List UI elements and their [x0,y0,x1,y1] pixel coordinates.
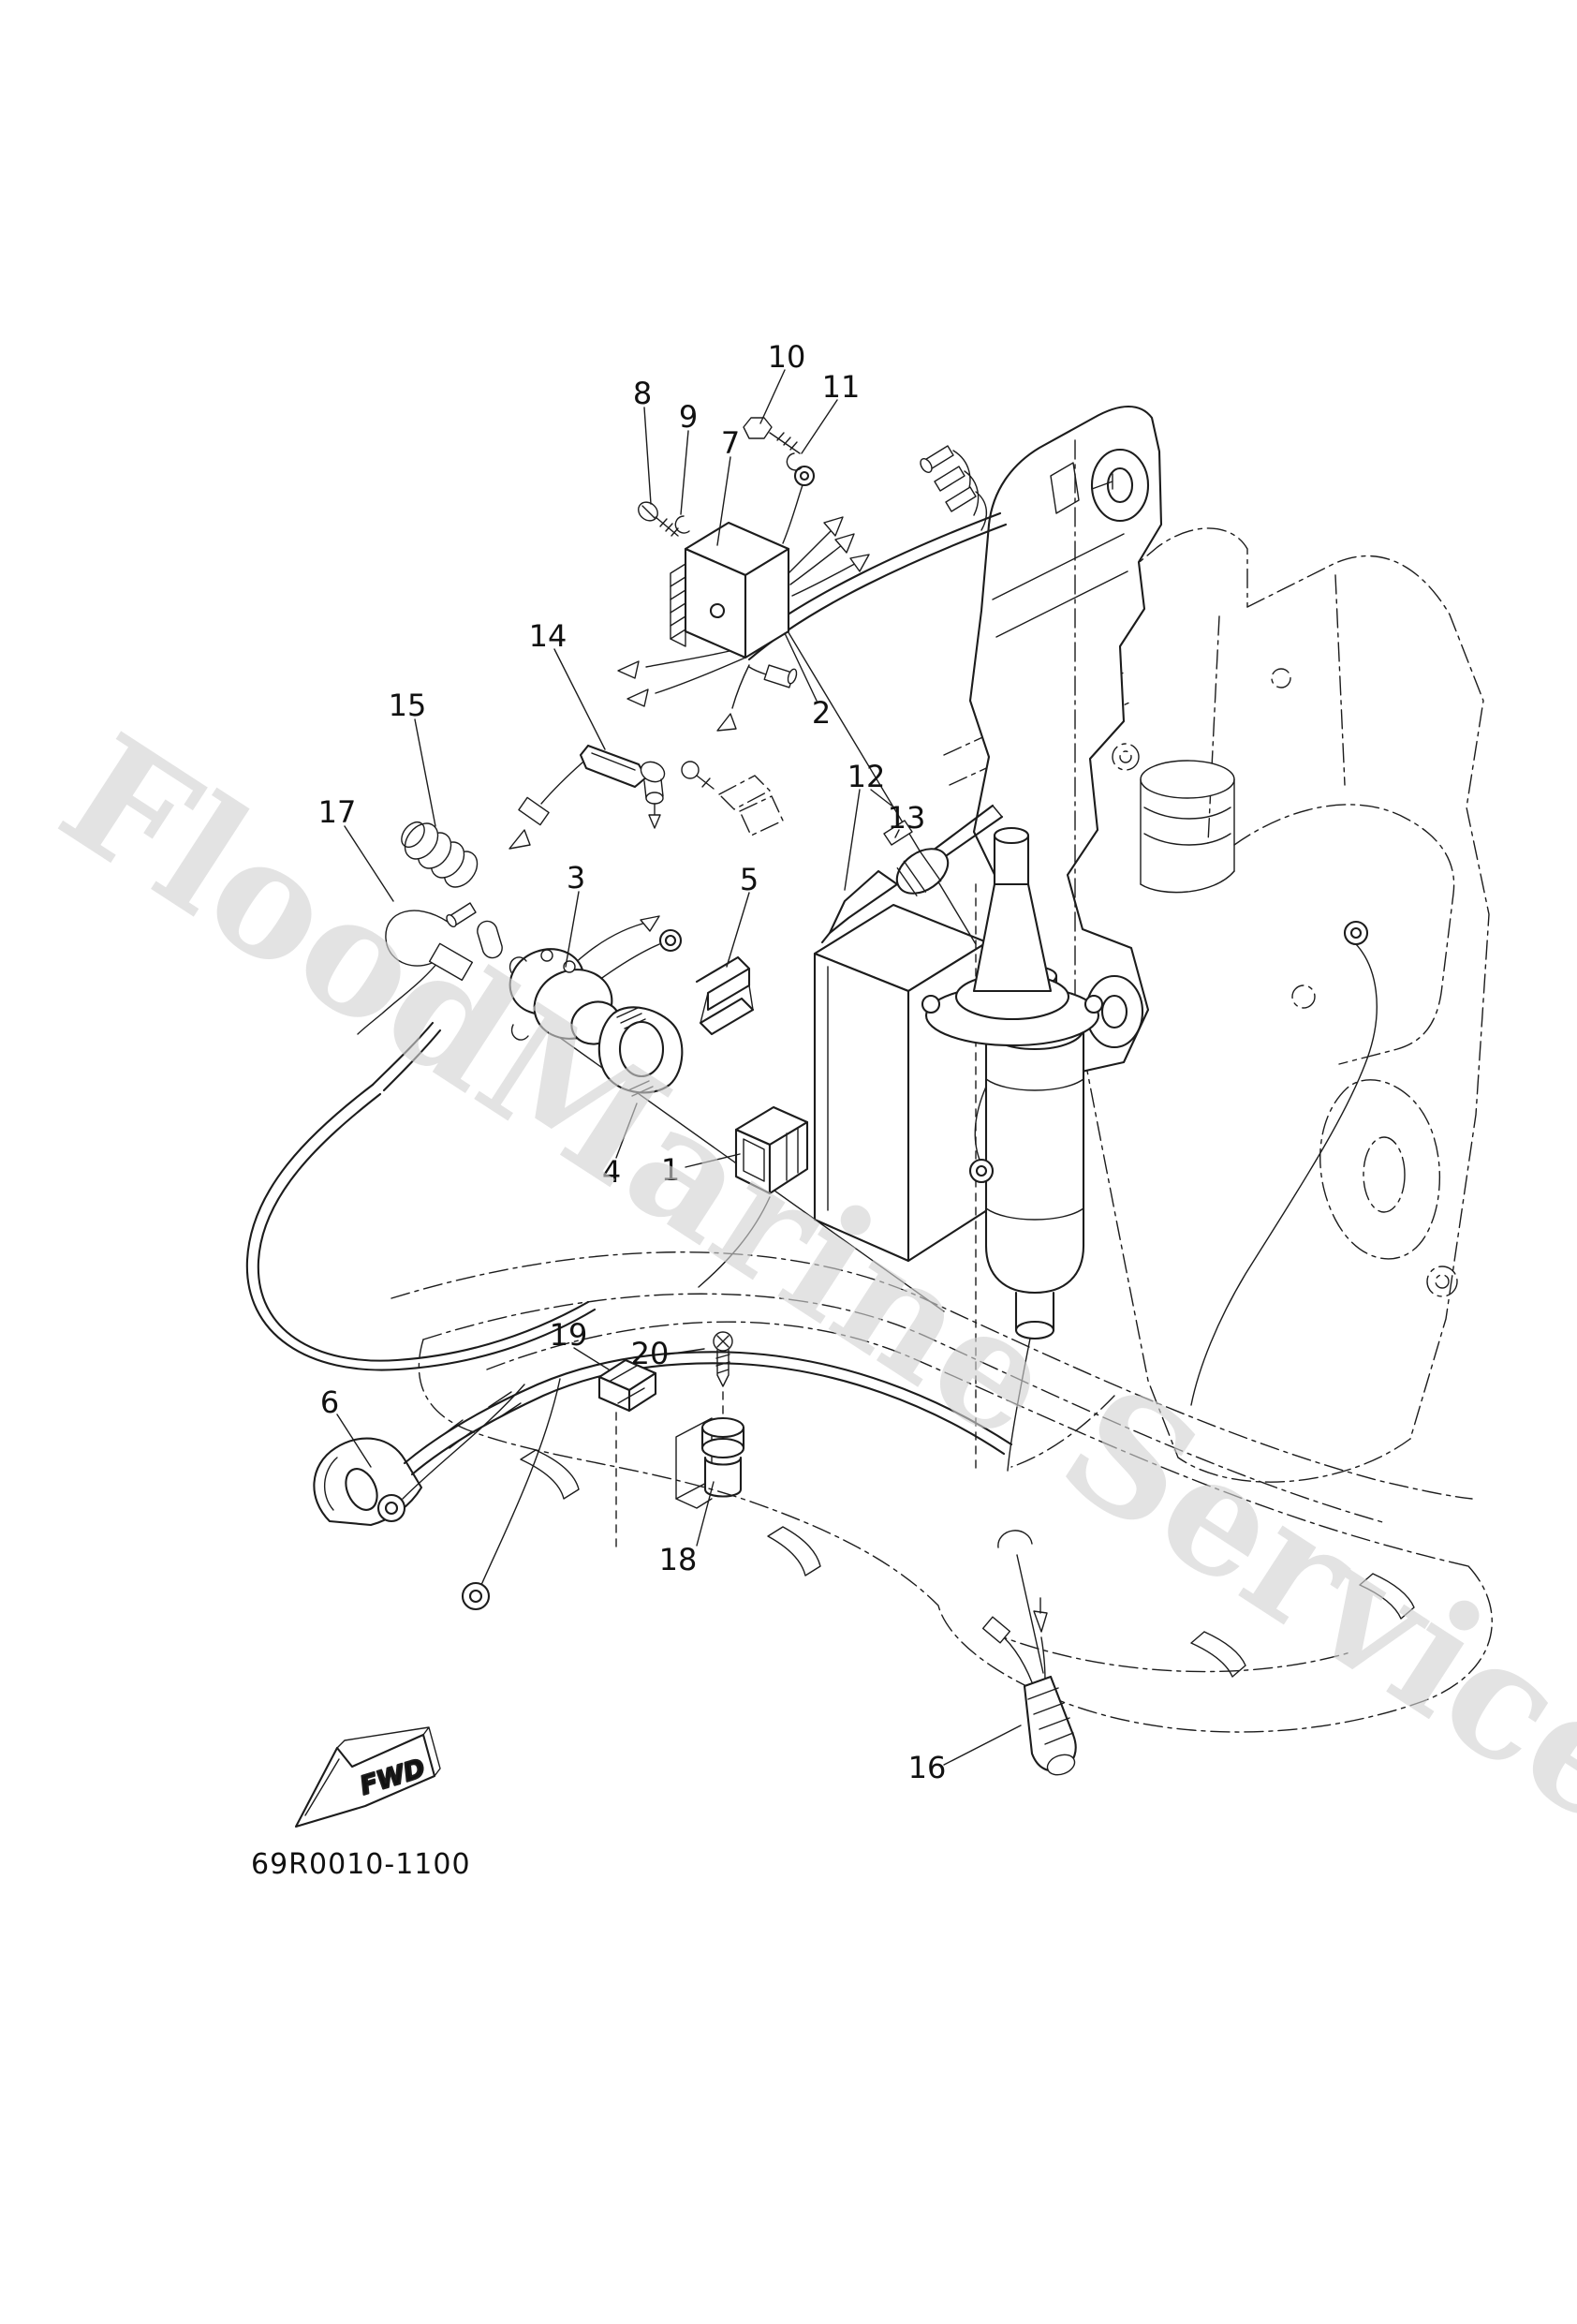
callout-17: 17 [318,794,357,830]
cowling-straps-drawing [520,1449,1415,1678]
oil-tower-drawing [1140,760,1235,894]
plug-holder-clips-drawing [681,761,784,836]
callout-20: 20 [631,1336,670,1371]
bolt-10-drawing [743,417,801,454]
callout-3: 3 [567,860,585,896]
callout-15: 15 [389,688,427,723]
damper-drawing [597,1006,684,1097]
callout-4: 4 [602,1154,621,1190]
corrugated-tube-drawing [401,821,479,888]
lead-wire-14-drawing [508,744,666,850]
callout-2: 2 [812,695,831,731]
washer-9-drawing [674,515,690,534]
ignition-coil-drawing [675,1416,745,1509]
callout-11: 11 [822,369,861,405]
callout-9: 9 [679,399,698,435]
callout-7: 7 [721,425,740,461]
callout-6: 6 [320,1384,339,1420]
thermo-sensor-drawing [981,1554,1077,1776]
leader-lines [336,369,1022,1766]
drawing-code: 69R0010-1100 [251,1848,471,1881]
callout-12: 12 [847,759,886,794]
clip-bracket-drawing [695,955,755,1036]
clamp-19-drawing [597,1358,657,1548]
battery-cable-drawing [245,1021,1013,1611]
crankshaft-drawing [921,826,1104,1047]
callout-labels: 1 2 3 4 5 6 7 8 9 10 11 12 13 14 15 16 1… [318,339,947,1785]
powerhead-phantom-drawing [943,527,1490,1483]
callout-8: 8 [633,376,652,411]
callout-14: 14 [529,618,567,654]
callout-5: 5 [740,862,759,897]
fwd-arrow: FWD [294,1726,441,1828]
ground-lead-17-drawing [357,902,503,1035]
washer-11-drawing [786,452,803,471]
screw-8-drawing [638,501,679,537]
callout-16: 16 [908,1750,947,1785]
callout-18: 18 [659,1542,698,1577]
callout-10: 10 [768,339,806,375]
holder-drawing [698,1105,809,1288]
rectifier-drawing [670,465,870,659]
watermark-text: FloodMarine Services [31,700,1577,1911]
bullet-connectors-drawing [920,445,988,531]
assembly-line-rectifier [758,582,977,945]
callout-1: 1 [661,1152,680,1188]
callout-13: 13 [888,800,926,836]
callout-19: 19 [550,1317,588,1353]
spark-plug-lead-drawing [820,804,1004,944]
